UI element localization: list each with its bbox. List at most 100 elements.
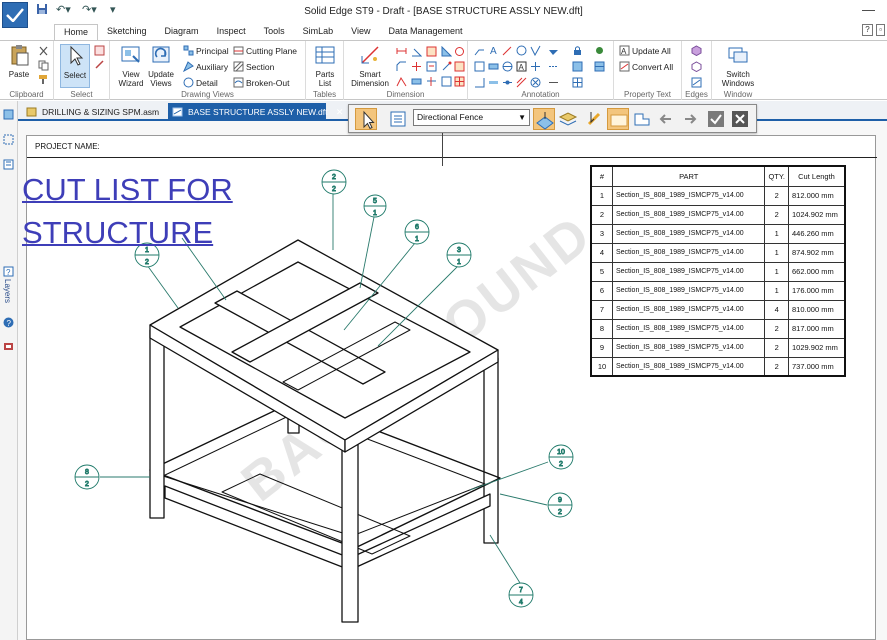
dimension-prefix-icon[interactable] xyxy=(441,76,452,87)
restore-icon[interactable]: ▫ xyxy=(876,24,885,36)
property-lock-icon[interactable] xyxy=(572,45,583,56)
property-grid-icon[interactable] xyxy=(572,77,583,88)
update-views-button[interactable]: Update Views xyxy=(146,44,176,88)
callout-icon[interactable] xyxy=(474,45,485,56)
broken-out-button[interactable]: Broken-Out xyxy=(233,77,289,88)
tab-data-management[interactable]: Data Management xyxy=(388,26,463,36)
undo-icon[interactable]: ↶▾ xyxy=(56,4,71,16)
connector-icon[interactable] xyxy=(488,77,499,88)
doc-tab-base-structure[interactable]: BASE STRUCTURE ASSLY NEW.dft ✕ xyxy=(168,103,343,121)
tab-home[interactable]: Home xyxy=(54,24,99,40)
text-icon[interactable]: A xyxy=(488,45,499,57)
tab-diagram[interactable]: Diagram xyxy=(164,26,199,36)
close-tab-icon[interactable]: ✕ xyxy=(335,107,344,117)
help-circle-icon[interactable]: ? xyxy=(3,317,14,328)
options-button[interactable] xyxy=(387,108,409,130)
chamfer-dimension-icon[interactable] xyxy=(396,61,407,72)
minimize-icon[interactable]: — xyxy=(862,2,875,17)
copy-icon[interactable] xyxy=(38,60,49,71)
tab-view[interactable]: View xyxy=(351,26,371,36)
pick-select-button[interactable] xyxy=(583,108,605,130)
fill-icon[interactable] xyxy=(530,77,541,88)
layers-tab[interactable]: Layers xyxy=(3,279,12,304)
sheets-icon[interactable] xyxy=(3,134,14,145)
smart-dimension-button[interactable]: Smart Dimension xyxy=(348,44,392,88)
dimension-group-icon[interactable] xyxy=(411,76,422,87)
quick-access-dropdown-icon[interactable]: ▾ xyxy=(110,4,116,16)
angular-coordinate-icon[interactable] xyxy=(441,45,453,57)
layer-select-button[interactable] xyxy=(557,108,579,130)
center-line-icon[interactable] xyxy=(548,61,559,72)
help-icon[interactable]: ? xyxy=(862,24,873,36)
library-icon[interactable] xyxy=(3,159,14,170)
overlap-fence-button[interactable] xyxy=(631,108,653,130)
dimension-style-icon[interactable] xyxy=(426,61,437,72)
copy-attributes-icon[interactable] xyxy=(454,61,465,72)
cancel-button[interactable] xyxy=(729,108,751,130)
annotation-more-icon[interactable] xyxy=(548,77,559,88)
coordinate-dimension-icon[interactable] xyxy=(426,46,437,57)
next-button[interactable] xyxy=(679,108,701,130)
datum-frame-icon[interactable] xyxy=(474,61,485,72)
dimension-tolerance-icon[interactable] xyxy=(426,76,437,87)
update-all-button[interactable]: A Update All xyxy=(619,45,671,56)
surface-texture-icon[interactable] xyxy=(530,45,541,57)
feature-control-frame-icon[interactable] xyxy=(488,61,499,72)
attach-dimension-icon[interactable] xyxy=(441,61,452,72)
hide-edges-icon[interactable] xyxy=(691,77,702,88)
angle-between-icon[interactable] xyxy=(411,46,423,57)
select-highlight-button[interactable] xyxy=(533,108,555,130)
auxiliary-button[interactable]: Auxiliary xyxy=(183,61,228,72)
switch-windows-button[interactable]: Switch Windows xyxy=(718,44,758,88)
table-annotation-icon[interactable] xyxy=(594,61,605,72)
paste-button[interactable]: Paste xyxy=(4,44,34,79)
fence-mode-select[interactable]: Directional Fence ▼ xyxy=(413,109,530,126)
tab-inspect[interactable]: Inspect xyxy=(216,26,246,36)
dimension-grid-icon[interactable] xyxy=(454,76,465,87)
property-mask-icon[interactable] xyxy=(572,61,583,72)
hatch-icon[interactable] xyxy=(516,77,527,88)
annotation-text-box-icon[interactable]: A xyxy=(516,61,527,72)
cut-icon[interactable] xyxy=(38,46,49,57)
select-tools-icon[interactable] xyxy=(94,59,105,70)
view-wizard-button[interactable]: View Wizard xyxy=(116,44,146,88)
inside-fence-button[interactable] xyxy=(607,108,629,130)
center-mark-icon[interactable] xyxy=(530,61,541,72)
pathfinder-icon[interactable] xyxy=(3,109,14,120)
accept-button[interactable] xyxy=(705,108,727,130)
select-button[interactable]: Select xyxy=(60,44,90,88)
previous-button[interactable] xyxy=(655,108,677,130)
leader-icon[interactable] xyxy=(502,45,513,56)
tab-tools[interactable]: Tools xyxy=(263,26,285,36)
detail-button[interactable]: Detail xyxy=(183,77,218,88)
gear-annotation-icon[interactable] xyxy=(594,45,605,56)
distance-between-icon[interactable] xyxy=(396,46,407,57)
select-filter-icon[interactable] xyxy=(94,45,105,56)
bolt-hole-circle-icon[interactable] xyxy=(502,77,513,88)
convert-all-button[interactable]: Convert All xyxy=(619,61,673,72)
weld-symbol-icon[interactable] xyxy=(548,45,559,56)
tab-sketching[interactable]: Sketching xyxy=(107,26,147,36)
edge-condition-icon[interactable] xyxy=(474,77,485,88)
feedback-icon[interactable] xyxy=(3,341,14,352)
symmetric-diameter-icon[interactable] xyxy=(454,46,465,57)
save-icon[interactable] xyxy=(36,3,48,18)
cutting-plane-button[interactable]: Cutting Plane xyxy=(233,45,297,56)
edge-display-icon[interactable] xyxy=(691,45,702,57)
parts-list-button[interactable]: Parts List xyxy=(310,44,340,88)
redo-icon[interactable]: ↷▾ xyxy=(82,4,97,16)
select-arrow-button[interactable] xyxy=(355,108,377,130)
section-button[interactable]: Section xyxy=(233,61,274,72)
query-icon[interactable]: ? xyxy=(3,266,14,277)
